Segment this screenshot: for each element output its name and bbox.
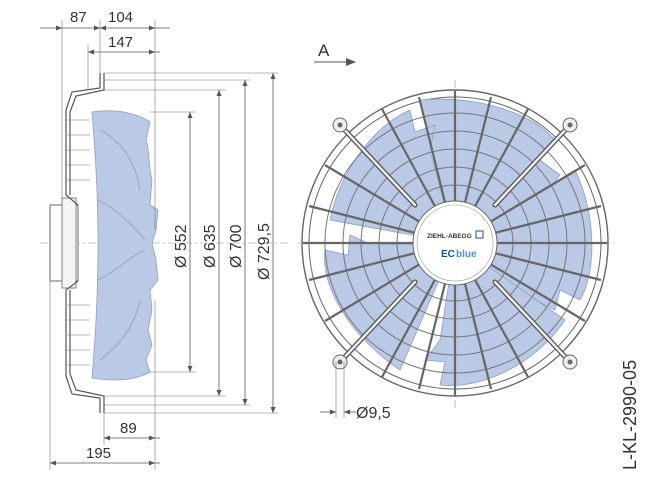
dim-87: 87 xyxy=(70,9,87,26)
blue-label: blue xyxy=(456,249,477,260)
guard-side-bottom xyxy=(65,280,101,413)
dim-diameters xyxy=(104,72,278,414)
impeller-side xyxy=(91,110,159,381)
mounting-holes xyxy=(332,117,578,370)
dia-700: Ø 700 xyxy=(228,224,245,268)
outer-ring xyxy=(301,89,609,397)
guard-ribs xyxy=(66,119,90,366)
dia-729: Ø 729,5 xyxy=(256,223,273,280)
brand-label: ZIEHL-ABEGG xyxy=(427,233,472,240)
dim-89: 89 xyxy=(120,420,137,437)
motor-hub xyxy=(412,200,498,286)
side-view: 87 104 147 89 195 xyxy=(40,9,290,470)
front-view: A xyxy=(298,41,615,422)
brand-logo-icon xyxy=(475,230,484,239)
drawing-number: L-KL-2990-05 xyxy=(620,360,640,470)
dim-104: 104 xyxy=(108,9,133,26)
view-arrow xyxy=(346,58,356,66)
dim-bottom xyxy=(49,281,160,470)
guard-side-top xyxy=(65,73,101,206)
dim-195: 195 xyxy=(86,445,111,462)
motor-flange xyxy=(61,197,77,289)
hole-diameter-label: Ø9,5 xyxy=(356,405,391,422)
view-label-a: A xyxy=(318,41,330,60)
dia-552: Ø 552 xyxy=(173,224,190,268)
dia-635: Ø 635 xyxy=(202,224,219,268)
dim-147: 147 xyxy=(108,34,133,51)
ec-label: EC xyxy=(441,249,455,260)
dim-top xyxy=(40,20,170,230)
hole-dim xyxy=(320,362,356,418)
